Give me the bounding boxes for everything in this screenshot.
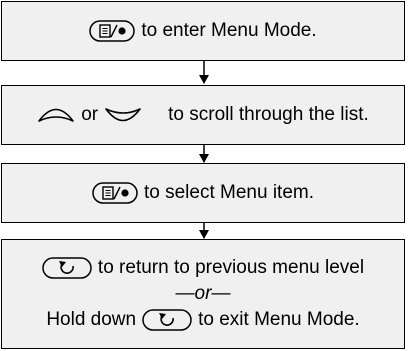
step-box-enter-menu: to enter Menu Mode. [1, 1, 405, 61]
step-text: to select Menu item. [143, 182, 315, 203]
menu-select-button-icon [92, 182, 138, 204]
flow-arrow [197, 61, 211, 85]
step-line: or to scroll through the list. [37, 102, 369, 128]
step-box-select-item: to select Menu item. [1, 163, 405, 223]
step-text-suffix: to exit Menu Mode. [198, 309, 360, 330]
or-separator: —or— [175, 283, 231, 304]
back-button-icon [142, 309, 192, 331]
step-line: to select Menu item. [92, 180, 314, 206]
menu-select-button-icon [89, 20, 136, 42]
up-scroll-icon [37, 104, 75, 126]
step-line: to return to previous menu level [42, 255, 364, 281]
step-box-scroll: or to scroll through the list. [1, 85, 405, 145]
flow-arrow [197, 223, 211, 239]
step-connector: or [81, 104, 99, 125]
flow-arrow [197, 145, 211, 163]
down-scroll-icon [104, 104, 142, 126]
back-button-icon [42, 257, 92, 279]
step-box-return-exit: to return to previous menu level —or— Ho… [1, 239, 405, 349]
step-text: to enter Menu Mode. [141, 20, 317, 41]
step-line: Hold down to exit Menu Mode. [46, 307, 360, 333]
step-text-prefix: Hold down [46, 309, 137, 330]
step-line: to enter Menu Mode. [89, 18, 317, 44]
step-text: to scroll through the list. [168, 104, 369, 125]
step-text: to return to previous menu level [97, 257, 365, 278]
